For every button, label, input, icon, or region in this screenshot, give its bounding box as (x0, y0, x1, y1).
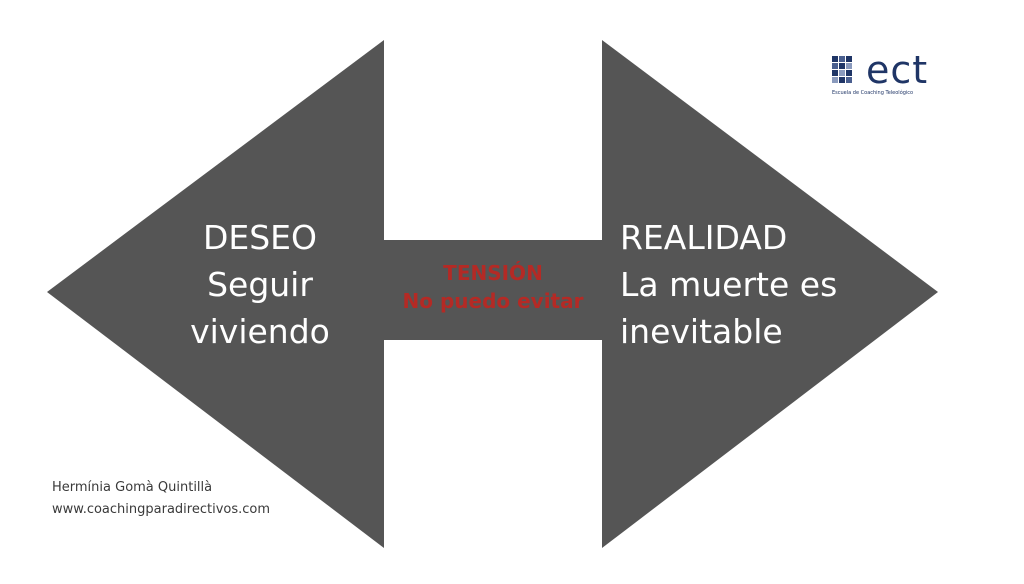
tension-title: TENSIÓN (443, 261, 543, 285)
website-url: www.coachingparadirectivos.com (52, 502, 271, 517)
desire-line-2: Seguir (207, 265, 313, 304)
desire-label: DESEO Seguir viviendo (160, 214, 360, 355)
connecting-bar (383, 240, 603, 340)
reality-line-2: La muerte es (620, 265, 838, 304)
desire-title: DESEO (202, 218, 318, 257)
logo-subtitle: Escuela de Coaching Teleológico (832, 90, 914, 96)
reality-line-3: inevitable (620, 312, 783, 351)
ect-logo-icon (832, 56, 852, 83)
reality-label: REALIDAD La muerte es inevitable (620, 214, 837, 355)
left-arrow-head (47, 40, 384, 548)
right-arrow-head (602, 40, 938, 548)
desire-line-3: viviendo (190, 312, 330, 351)
tension-label: TENSIÓN No puedo evitar (384, 259, 602, 315)
author-name: Hermínia Gomà Quintillà (52, 480, 213, 495)
tension-subtitle: No puedo evitar (402, 289, 584, 313)
reality-title: REALIDAD (620, 218, 788, 257)
logo-text: ect (866, 48, 929, 92)
